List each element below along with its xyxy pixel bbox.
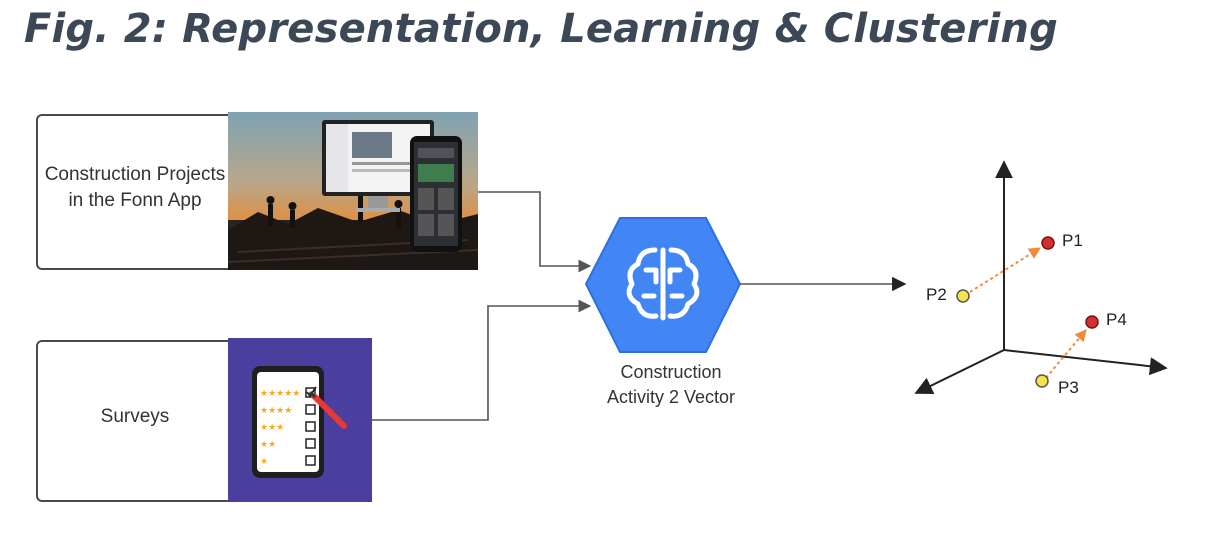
projects-label-line-1: Construction Projects xyxy=(44,164,226,185)
survey-checkbox xyxy=(305,421,316,432)
surveys-input-label: Surveys xyxy=(40,404,230,430)
model-hexagon xyxy=(584,217,742,353)
model-label-line-1: Construction xyxy=(620,362,722,382)
projects-label-line-2: in the Fonn App xyxy=(68,190,202,211)
survey-checkbox-checked xyxy=(305,387,316,398)
survey-stars-1: ★ xyxy=(260,457,268,467)
survey-checkbox xyxy=(305,455,316,466)
point-label-p1: P1 xyxy=(1062,231,1083,250)
point-label-p3: P3 xyxy=(1058,378,1079,397)
survey-stars-2: ★★ xyxy=(260,440,276,450)
projects-to-model-connector xyxy=(478,191,592,273)
point-p1 xyxy=(1041,236,1055,250)
survey-clipboard-icon: ★★★★★ ★★★★ ★★★ ★★ ★ xyxy=(252,366,347,478)
p3-to-p4-arrow xyxy=(1045,329,1087,379)
point-p3 xyxy=(1035,374,1049,388)
survey-checkbox xyxy=(305,404,316,415)
p2-to-p1-arrow xyxy=(969,247,1042,293)
point-label-p2: P2 xyxy=(926,285,947,304)
axis-depth xyxy=(914,349,1005,394)
survey-checkbox xyxy=(305,438,316,449)
model-label: Construction Activity 2 Vector xyxy=(586,360,756,410)
point-p2 xyxy=(956,289,970,303)
brain-icon xyxy=(626,247,700,321)
figure-title: Fig. 2: Representation, Learning & Clust… xyxy=(24,6,1058,52)
construction-app-photo xyxy=(228,112,478,270)
surveys-label-line-1: Surveys xyxy=(100,406,170,427)
embedding-axes xyxy=(914,160,1168,394)
survey-illustration: ★★★★★ ★★★★ ★★★ ★★ ★ xyxy=(228,338,372,502)
surveys-input-box xyxy=(36,340,240,502)
point-p4 xyxy=(1085,315,1099,329)
pencil-icon xyxy=(311,393,347,429)
surveys-to-model-connector xyxy=(372,299,592,421)
point-label-p4: P4 xyxy=(1106,310,1127,329)
survey-stars-4: ★★★★ xyxy=(260,406,292,416)
model-label-line-2: Activity 2 Vector xyxy=(606,387,736,407)
survey-stars-5: ★★★★★ xyxy=(260,389,300,399)
axis-horizontal xyxy=(1003,349,1168,376)
projects-input-box xyxy=(36,114,240,270)
projects-input-label: Construction Projects in the Fonn App xyxy=(40,162,230,214)
construction-photo-illustration xyxy=(228,112,478,270)
survey-stars-3: ★★★ xyxy=(260,423,284,433)
